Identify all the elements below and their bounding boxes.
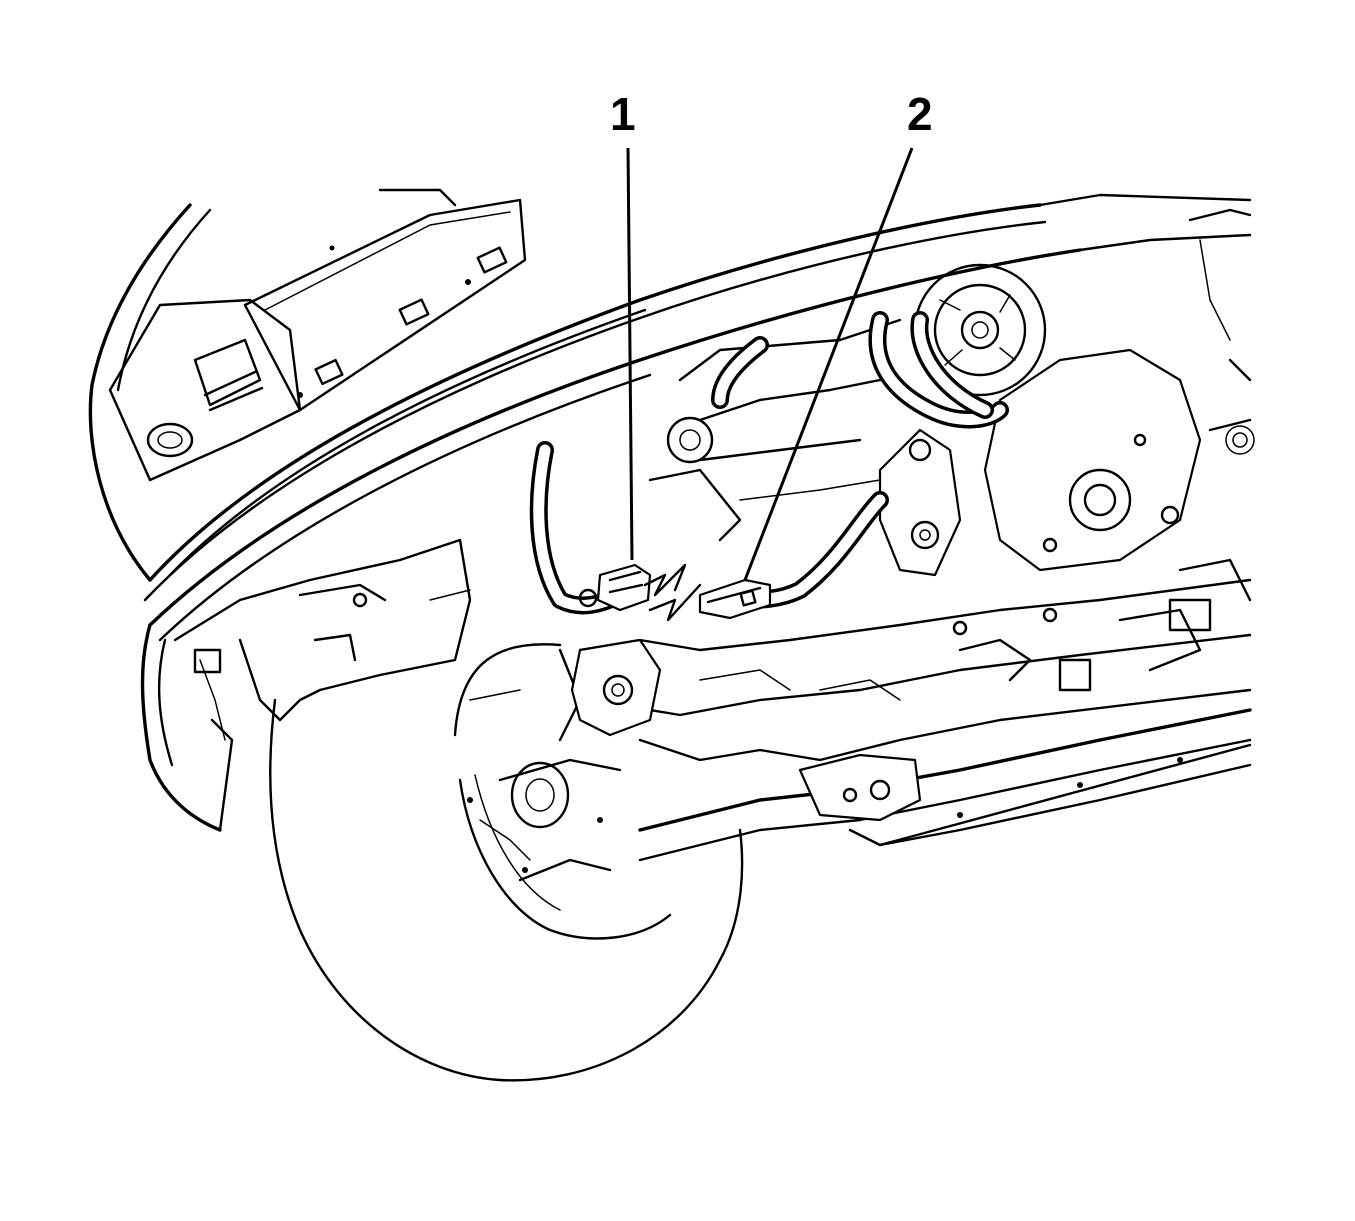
callout-2: 2 [743, 88, 933, 581]
front-bumper-fascia [88, 188, 1082, 832]
subframe [570, 578, 1252, 862]
connector-2 [698, 578, 772, 620]
callout-1: 1 [610, 88, 636, 561]
callout-2-label: 2 [907, 88, 933, 140]
callout-1-label: 1 [610, 88, 636, 140]
callout-1-leader [626, 147, 634, 561]
air-deflector [173, 538, 472, 741]
engine-compartment [648, 193, 1255, 632]
connector-1 [578, 563, 702, 622]
front-tire [269, 643, 744, 1082]
coolant-hoses [529, 311, 1009, 615]
callout-2-leader [743, 147, 914, 581]
